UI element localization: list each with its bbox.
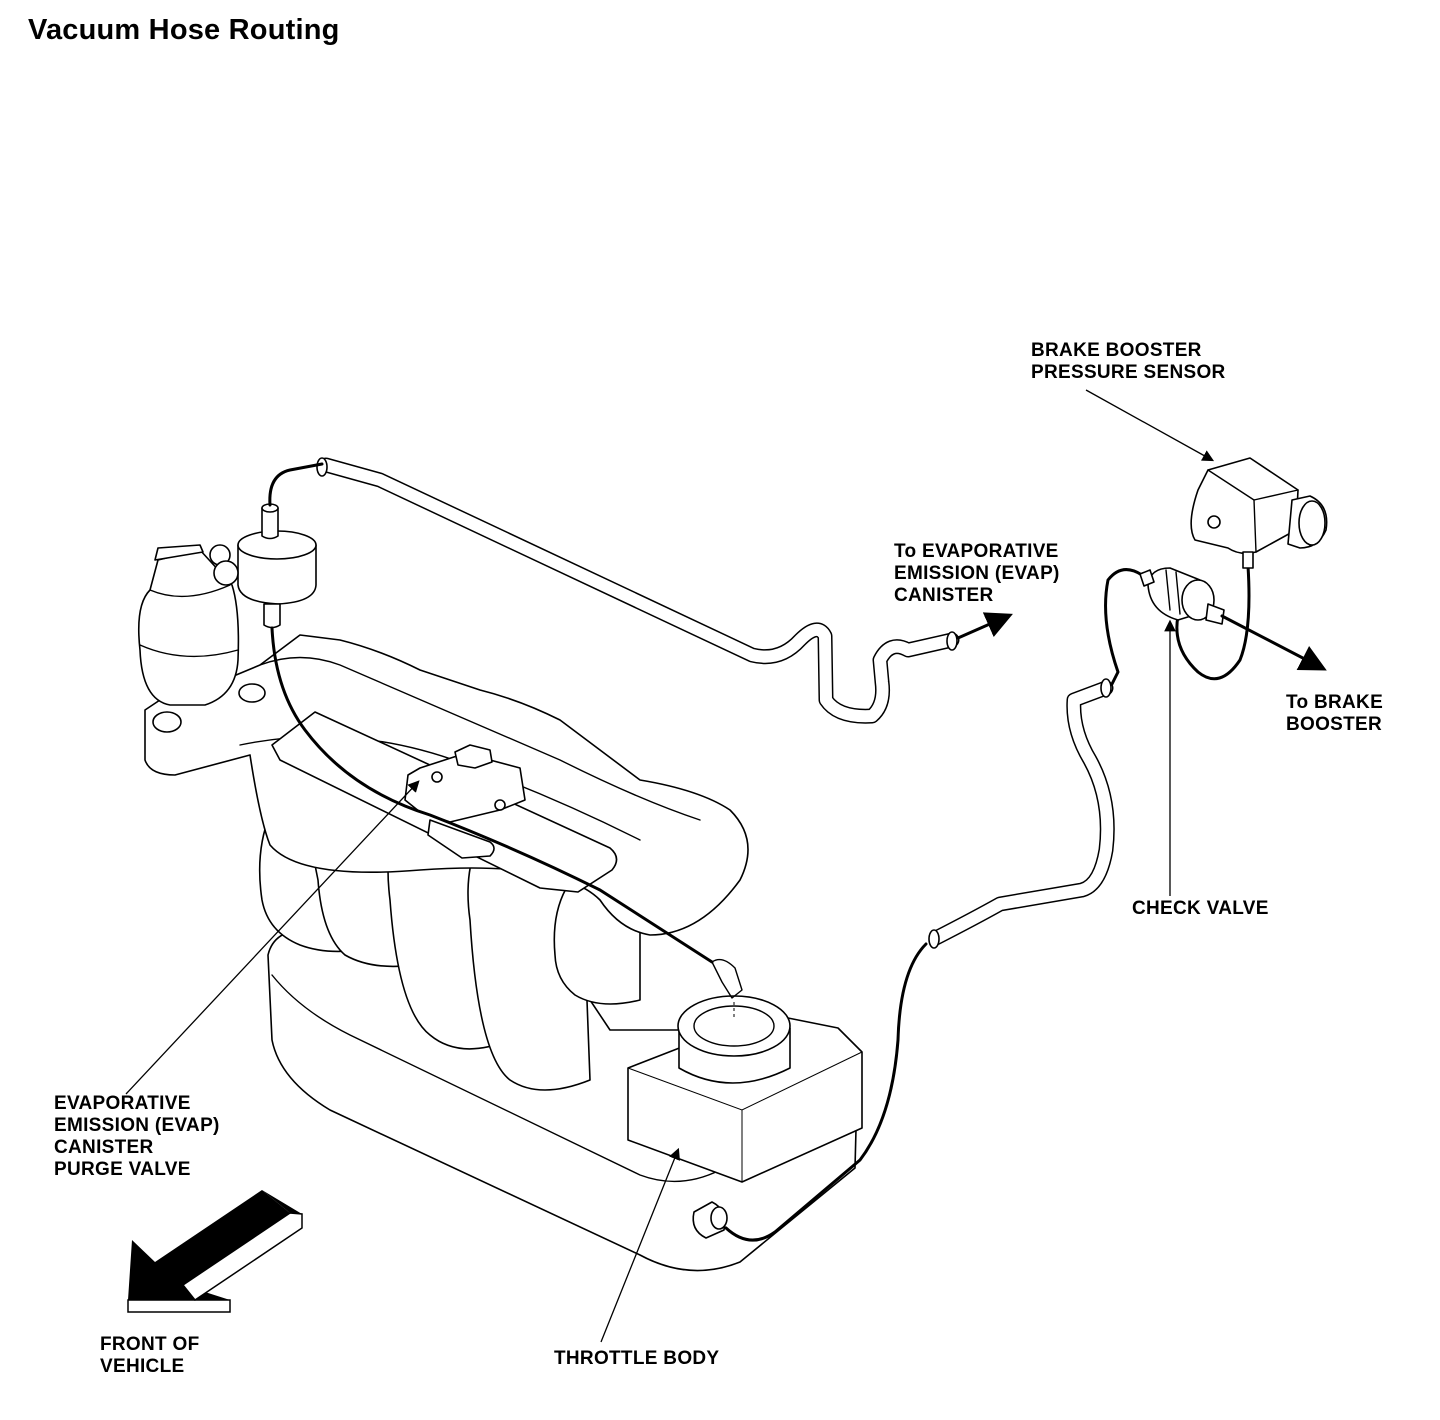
purge-valve-leader [125, 780, 420, 1095]
mounting-plate [271, 711, 618, 893]
label-throttle-body: THROTTLE BODY [554, 1348, 720, 1369]
purge-valve [213, 503, 317, 629]
brake-booster-hose [928, 678, 1115, 949]
sensor-line [1175, 564, 1251, 681]
label-front-of-vehicle: FRONT OF VEHICLE [100, 1334, 200, 1377]
evap-direction-arrow [956, 612, 1013, 640]
checkvalve-to-hose-line [1104, 568, 1144, 686]
throttle-to-hose-line [724, 942, 928, 1242]
label-brake-booster-pressure-sensor: BRAKE BOOSTER PRESSURE SENSOR [1031, 340, 1226, 383]
throttle-body-leader [600, 1147, 680, 1343]
front-of-vehicle-arrow [127, 1190, 303, 1313]
label-check-valve: CHECK VALVE [1132, 898, 1269, 919]
evap-hose [316, 457, 960, 724]
label-to-brake-booster: To BRAKE BOOSTER [1286, 692, 1384, 735]
sensor-leader [1085, 389, 1215, 462]
label-to-evap-canister: To EVAPORATIVE EMISSION (EVAP) CANISTER [894, 541, 1060, 606]
throttle-body [627, 995, 863, 1239]
page-title: Vacuum Hose Routing [28, 14, 340, 46]
egr-valve [137, 544, 240, 706]
pressure-sensor [1190, 457, 1328, 569]
purge-to-throttle-line [270, 626, 714, 964]
purge-to-evap-line [268, 462, 324, 507]
check-valve-part [1139, 567, 1225, 625]
booster-direction-arrow [1220, 614, 1327, 671]
label-evap-canister-purge-valve: EVAPORATIVE EMISSION (EVAP) CANISTER PUR… [54, 1093, 220, 1180]
